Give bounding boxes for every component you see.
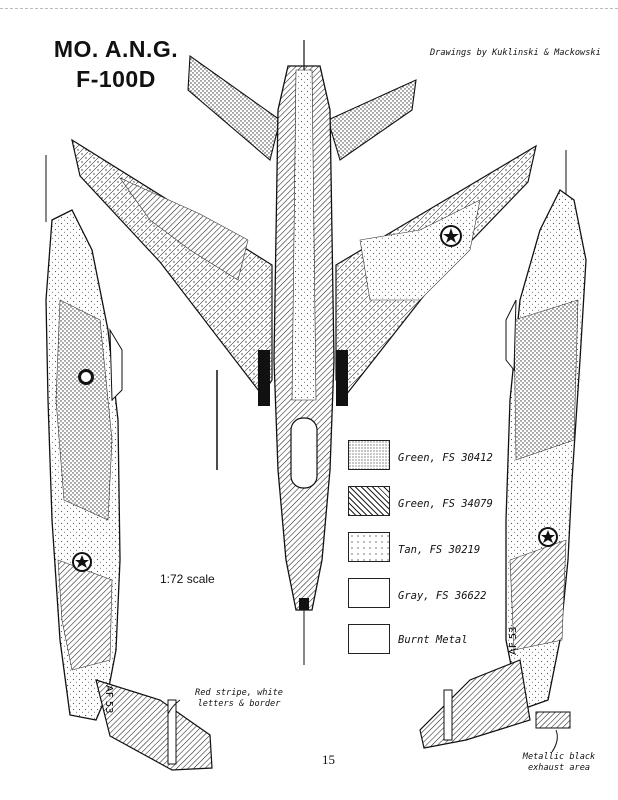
left-view-tail (95, 679, 213, 771)
right-view-canopy (505, 299, 517, 372)
legend-label-green-30412: Green, FS 30412 (398, 452, 493, 464)
exhaust-note: Metallic black exhaust area (522, 752, 596, 773)
drawing-credit: Drawings by Kuklinski & Mackowski (430, 48, 601, 58)
top-view-left-stabilizer (187, 54, 281, 161)
right-view-red-stripe (443, 689, 453, 741)
right-view-exhaust (535, 711, 571, 729)
legend-swatch-green-34079 (348, 486, 390, 516)
legend-swatch-burnt-metal (348, 624, 390, 654)
left-view-red-stripe (167, 699, 177, 765)
left-view-camo-band (55, 299, 113, 521)
page-top-edge (0, 8, 618, 10)
top-view-star-insignia (440, 225, 462, 247)
top-view-left-wing (71, 138, 273, 397)
left-view-tail-code: AF 53 (103, 685, 114, 714)
scale-label: 1:72 scale (160, 572, 215, 586)
exhaust-note-arrow (551, 729, 558, 753)
top-view-left-wing-camo (119, 177, 249, 281)
title-line-unit: MO. A.N.G. (53, 36, 179, 62)
title-line-aircraft: F-100D (76, 66, 156, 92)
top-view-right-stabilizer (327, 79, 417, 161)
left-view-unit-badge (78, 369, 94, 385)
left-side-view: AF 53 (45, 155, 213, 771)
left-view-lower-band (57, 559, 113, 671)
legend-label-gray-36622: Gray, FS 36622 (398, 590, 487, 602)
right-view-star-insignia (538, 527, 558, 547)
page-number: 15 (322, 752, 335, 767)
left-view-star-insignia (72, 552, 92, 572)
stripe-note-arrow (167, 699, 181, 715)
top-view (71, 40, 537, 665)
top-view-canopy (290, 417, 318, 489)
legend-label-burnt-metal: Burnt Metal (398, 634, 468, 646)
right-side-view: AF 53 (419, 150, 587, 749)
legend-swatch-tan-30219 (348, 532, 390, 562)
top-view-left-black-panel (258, 350, 270, 406)
right-view-tail-code: AF 53 (508, 627, 519, 656)
top-view-nose-intake (299, 598, 309, 610)
legend-label-green-34079: Green, FS 34079 (398, 498, 493, 510)
right-view-tail (419, 659, 531, 749)
page-title: MO. A.N.G. F-100D (52, 34, 180, 94)
left-view-canopy (109, 328, 123, 402)
stripe-note: Red stripe, white letters & border (195, 688, 283, 709)
legend-swatch-green-30412 (348, 440, 390, 470)
top-view-spine (291, 69, 317, 401)
legend-swatch-gray-36622 (348, 578, 390, 608)
top-view-right-wing-camo (359, 199, 481, 301)
top-view-right-black-panel (336, 350, 348, 406)
right-view-camo-band (513, 299, 579, 461)
legend-label-tan-30219: Tan, FS 30219 (398, 544, 481, 556)
